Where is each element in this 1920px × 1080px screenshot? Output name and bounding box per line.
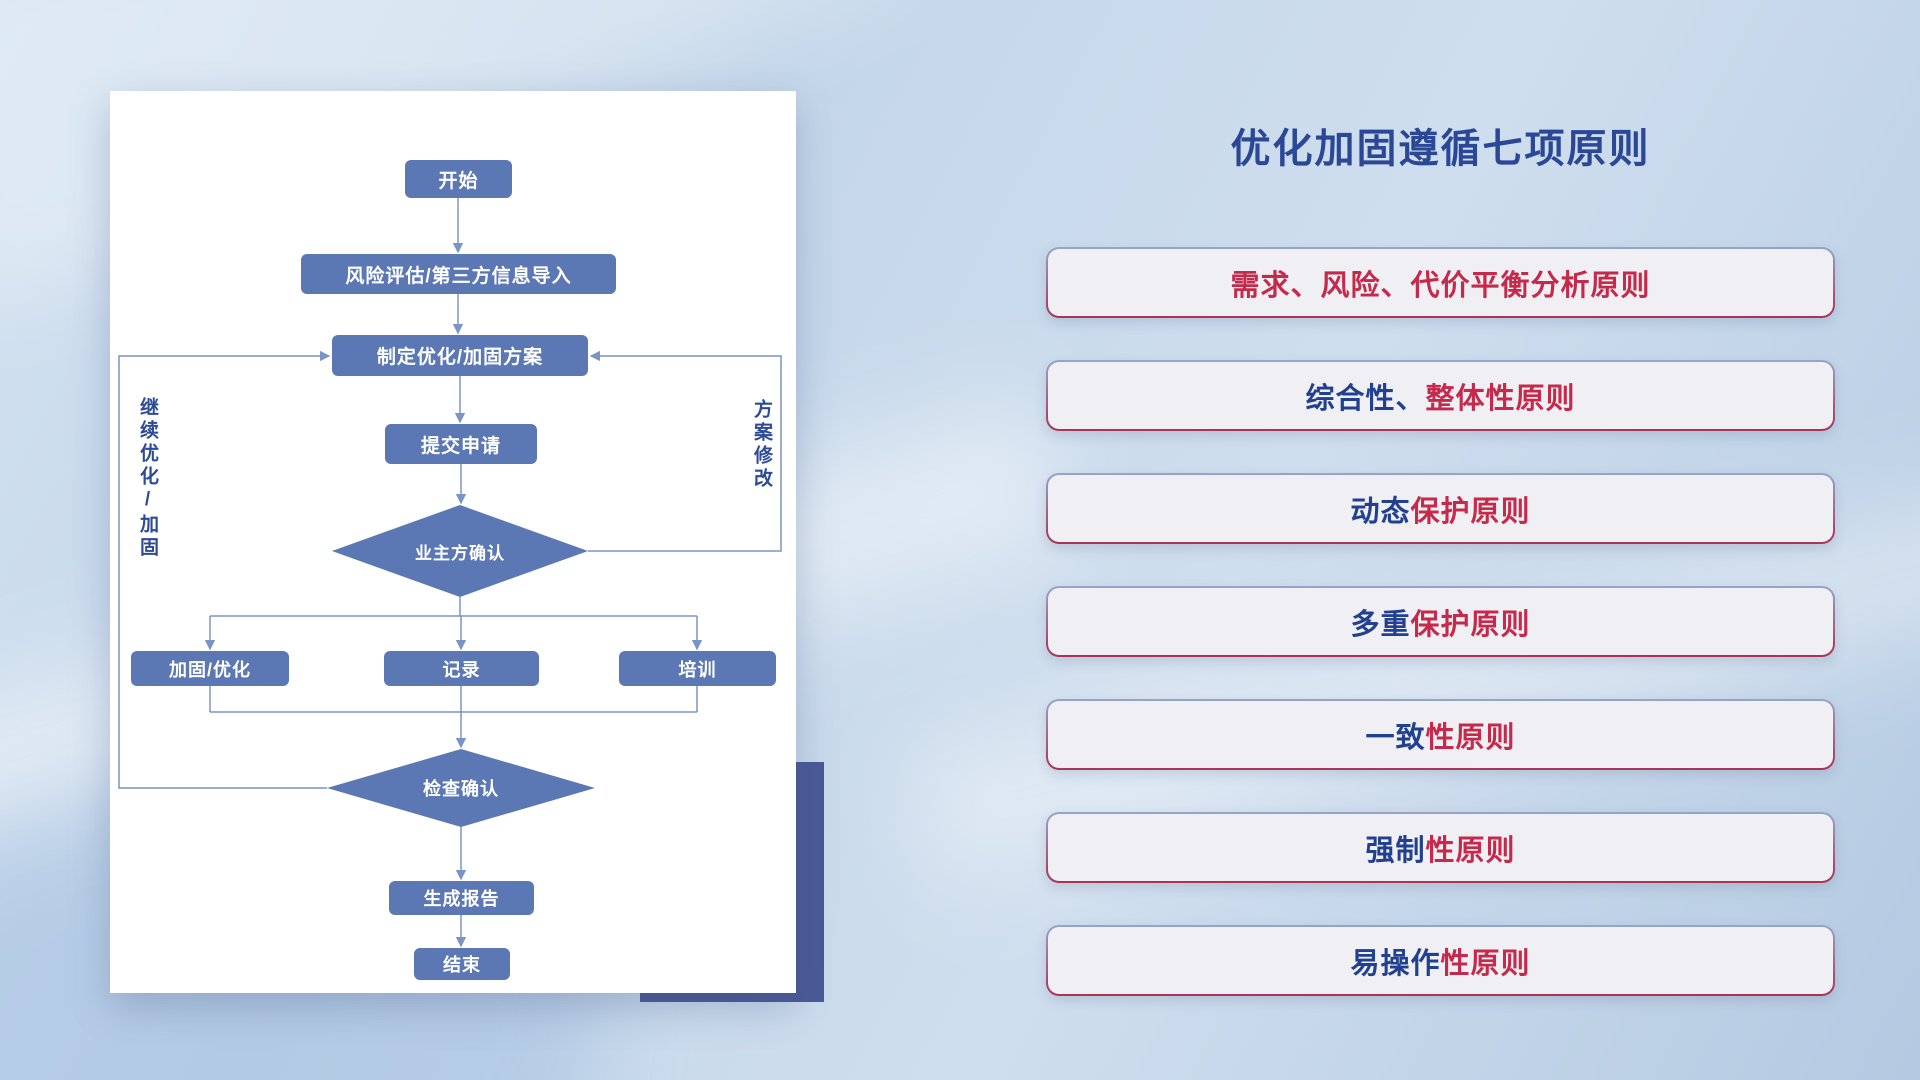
flow-label-continue-loop: 继续优化/加固 (137, 397, 158, 560)
principle-box-1: 需求、风险、代价平衡分析原则 (1046, 247, 1835, 318)
principle-text-blue: 动态 (1350, 495, 1411, 528)
flow-label-plan-revise: 方案修改 (751, 399, 772, 491)
principle-text-red: 性原则 (1440, 947, 1531, 980)
principle-label: 强制性原则 (1048, 814, 1833, 881)
principle-text-red: 保护原则 (1410, 495, 1531, 528)
flow-node-record: 记录 (384, 651, 539, 686)
principle-text-red: 性原则 (1425, 721, 1516, 754)
principle-text-blue: 强制 (1365, 834, 1426, 867)
principle-text-red: 性原则 (1425, 834, 1516, 867)
flow-node-training: 培训 (619, 651, 776, 686)
principle-box-6: 强制性原则 (1046, 812, 1835, 883)
flow-node-submit: 提交申请 (385, 424, 537, 464)
flow-node-make-plan: 制定优化/加固方案 (332, 335, 588, 376)
principle-label: 多重保护原则 (1048, 588, 1833, 655)
principle-label: 需求、风险、代价平衡分析原则 (1048, 249, 1833, 316)
page-title: 优化加固遵循七项原则 (1230, 127, 1651, 171)
principle-box-5: 一致性原则 (1046, 699, 1835, 770)
flowchart-card: 开始 风险评估/第三方信息导入 制定优化/加固方案 提交申请 业主方确认 加固/… (110, 91, 796, 993)
principle-text-blue: 综合性、 (1305, 382, 1426, 415)
principle-box-3: 动态保护原则 (1046, 473, 1835, 544)
flow-node-risk-import: 风险评估/第三方信息导入 (301, 254, 616, 294)
principle-text-red: 整体性原则 (1425, 382, 1576, 415)
principle-label: 综合性、整体性原则 (1048, 362, 1833, 429)
flow-node-end: 结束 (414, 948, 510, 980)
principle-text-red: 保护原则 (1410, 608, 1531, 641)
flow-node-report: 生成报告 (389, 881, 534, 915)
principle-box-2: 综合性、整体性原则 (1046, 360, 1835, 431)
principle-text-red: 需求、风险、代价平衡分析原则 (1230, 269, 1651, 302)
principle-text-blue: 一致 (1365, 721, 1426, 754)
principle-label: 一致性原则 (1048, 701, 1833, 768)
principle-label: 动态保护原则 (1048, 475, 1833, 542)
principle-box-4: 多重保护原则 (1046, 586, 1835, 657)
flow-node-start: 开始 (405, 160, 512, 198)
principle-box-7: 易操作性原则 (1046, 925, 1835, 996)
principle-text-blue: 多重 (1350, 608, 1411, 641)
flow-node-reinforce: 加固/优化 (131, 651, 289, 686)
principle-label: 易操作性原则 (1048, 927, 1833, 994)
principle-text-blue: 易操作 (1350, 947, 1441, 980)
